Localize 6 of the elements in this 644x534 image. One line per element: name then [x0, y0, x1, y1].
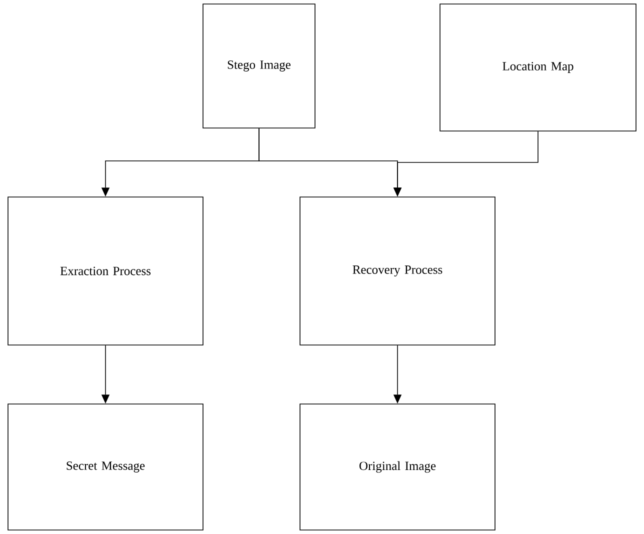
process-box: Stego Image [202, 4, 316, 128]
process-box: Secret Message [8, 404, 204, 530]
process-box: Original Image [300, 404, 496, 530]
process-box: Recovery Process [300, 196, 496, 346]
process-box: Location Map [440, 4, 636, 132]
process-box: Exraction Process [8, 196, 204, 346]
